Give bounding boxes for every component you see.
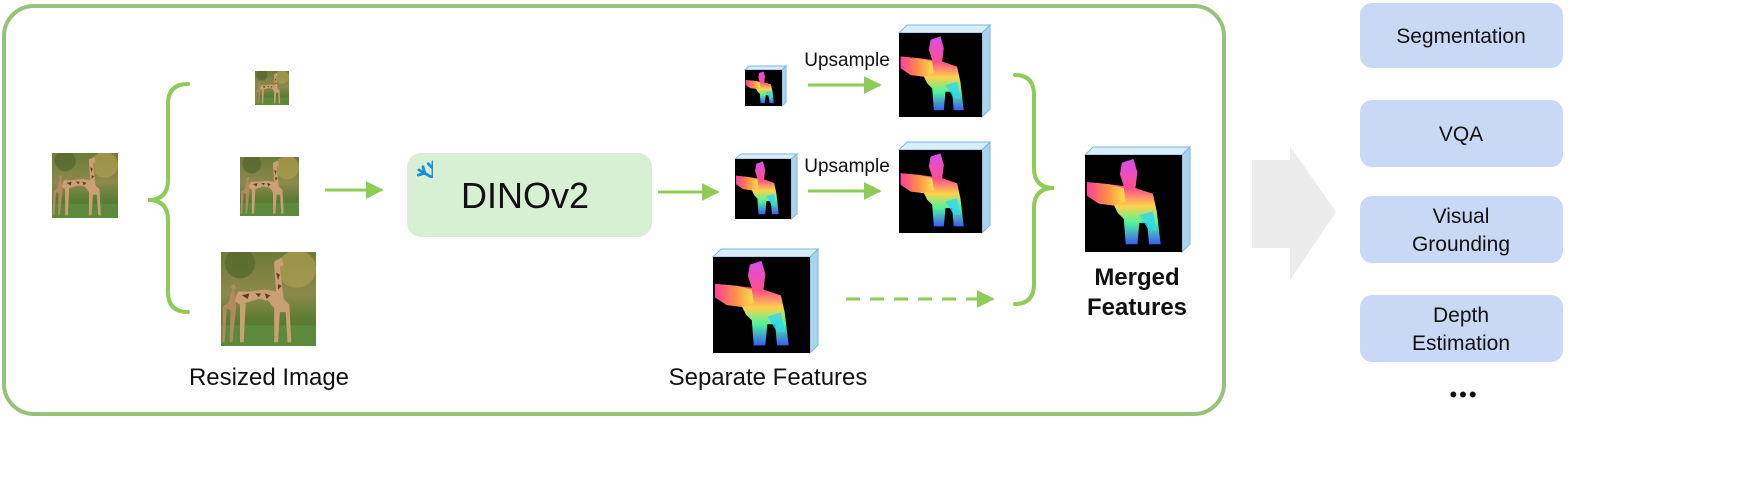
task-box-visual-grounding: Visual Grounding	[1360, 196, 1563, 263]
task-box-segmentation: Segmentation	[1360, 3, 1563, 68]
task-label: VQA	[1439, 123, 1483, 146]
task-label: Segmentation	[1396, 25, 1526, 48]
feature-map-medium	[733, 152, 799, 221]
task-box-vqa: VQA	[1360, 100, 1563, 167]
resized-image-medium	[240, 155, 299, 216]
task-label: Grounding	[1412, 233, 1510, 256]
upsample-label-2: Upsample	[804, 156, 890, 177]
big-arrow-icon	[1252, 146, 1336, 280]
upsampled-feature-map-2	[897, 140, 992, 235]
task-label: Estimation	[1412, 332, 1510, 355]
feature-map-large	[711, 247, 820, 355]
more-tasks-ellipsis: •••	[1449, 382, 1478, 407]
merged-features-label-line1: Merged	[1094, 264, 1179, 291]
upsampled-feature-map-1	[897, 23, 992, 119]
task-label: Depth	[1433, 304, 1489, 327]
task-box-depth-estimation: Depth Estimation	[1360, 295, 1563, 362]
model-label: DINOv2	[461, 175, 589, 216]
merge-brace	[1013, 73, 1055, 306]
merged-features-label-line2: Features	[1087, 294, 1187, 321]
separate-features-label: Separate Features	[669, 364, 868, 391]
resized-image-label: Resized Image	[189, 364, 349, 391]
split-brace	[147, 82, 190, 314]
model-box	[407, 153, 652, 237]
feature-map-small	[743, 64, 788, 108]
task-label: Visual	[1433, 205, 1490, 228]
resized-image-large	[221, 248, 316, 346]
upsample-label-1: Upsample	[804, 50, 890, 71]
merged-feature-map	[1083, 145, 1192, 254]
resized-image-small	[255, 70, 289, 105]
input-image	[52, 150, 118, 218]
